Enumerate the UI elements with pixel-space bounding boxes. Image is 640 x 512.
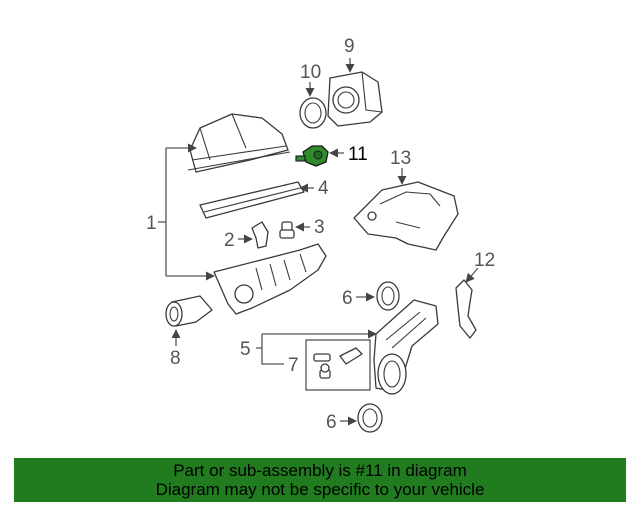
part-6-clamp-lower: [357, 403, 383, 433]
part-7-hardware-kit: [305, 339, 371, 391]
callout-8: 8: [170, 348, 181, 369]
part-4-air-filter: [199, 181, 305, 219]
part-2-bracket: [251, 221, 269, 249]
callout-9: 9: [344, 36, 355, 57]
leader-5-bracket: [256, 329, 377, 365]
part-12-hose: [455, 279, 477, 339]
callout-13: 13: [390, 148, 411, 169]
part-1-air-cleaner-housing: [213, 243, 327, 315]
info-banner: Part or sub-assembly is #11 in diagram D…: [14, 458, 626, 502]
callout-3: 3: [314, 217, 325, 238]
part-8-inlet-duct: [165, 295, 213, 327]
callout-5: 5: [240, 339, 251, 360]
leader-1-bracket: [158, 143, 215, 281]
callout-2: 2: [224, 230, 235, 251]
part-13-engine-cover: [353, 181, 459, 251]
part-3-grommet: [279, 221, 295, 239]
banner-line-1: Part or sub-assembly is #11 in diagram: [173, 461, 467, 480]
callout-6-lower: 6: [326, 412, 337, 433]
callout-11: 11: [348, 144, 368, 165]
leader-12: [465, 267, 479, 283]
part-6-clamp-upper: [376, 281, 400, 311]
part-5-intake-hose: [373, 299, 439, 395]
callout-6-upper: 6: [342, 288, 353, 309]
callout-4: 4: [318, 178, 329, 199]
callout-10: 10: [300, 62, 321, 83]
part-10-clamp: [299, 97, 327, 129]
part-11-highlighted-sensor: [295, 145, 329, 167]
callout-1: 1: [146, 213, 157, 234]
part-1-air-cleaner-cover: [187, 113, 291, 173]
callout-7: 7: [288, 355, 299, 376]
part-9-mass-airflow-sensor: [327, 71, 383, 127]
callout-12: 12: [474, 250, 495, 271]
banner-line-2: Diagram may not be specific to your vehi…: [155, 480, 485, 499]
